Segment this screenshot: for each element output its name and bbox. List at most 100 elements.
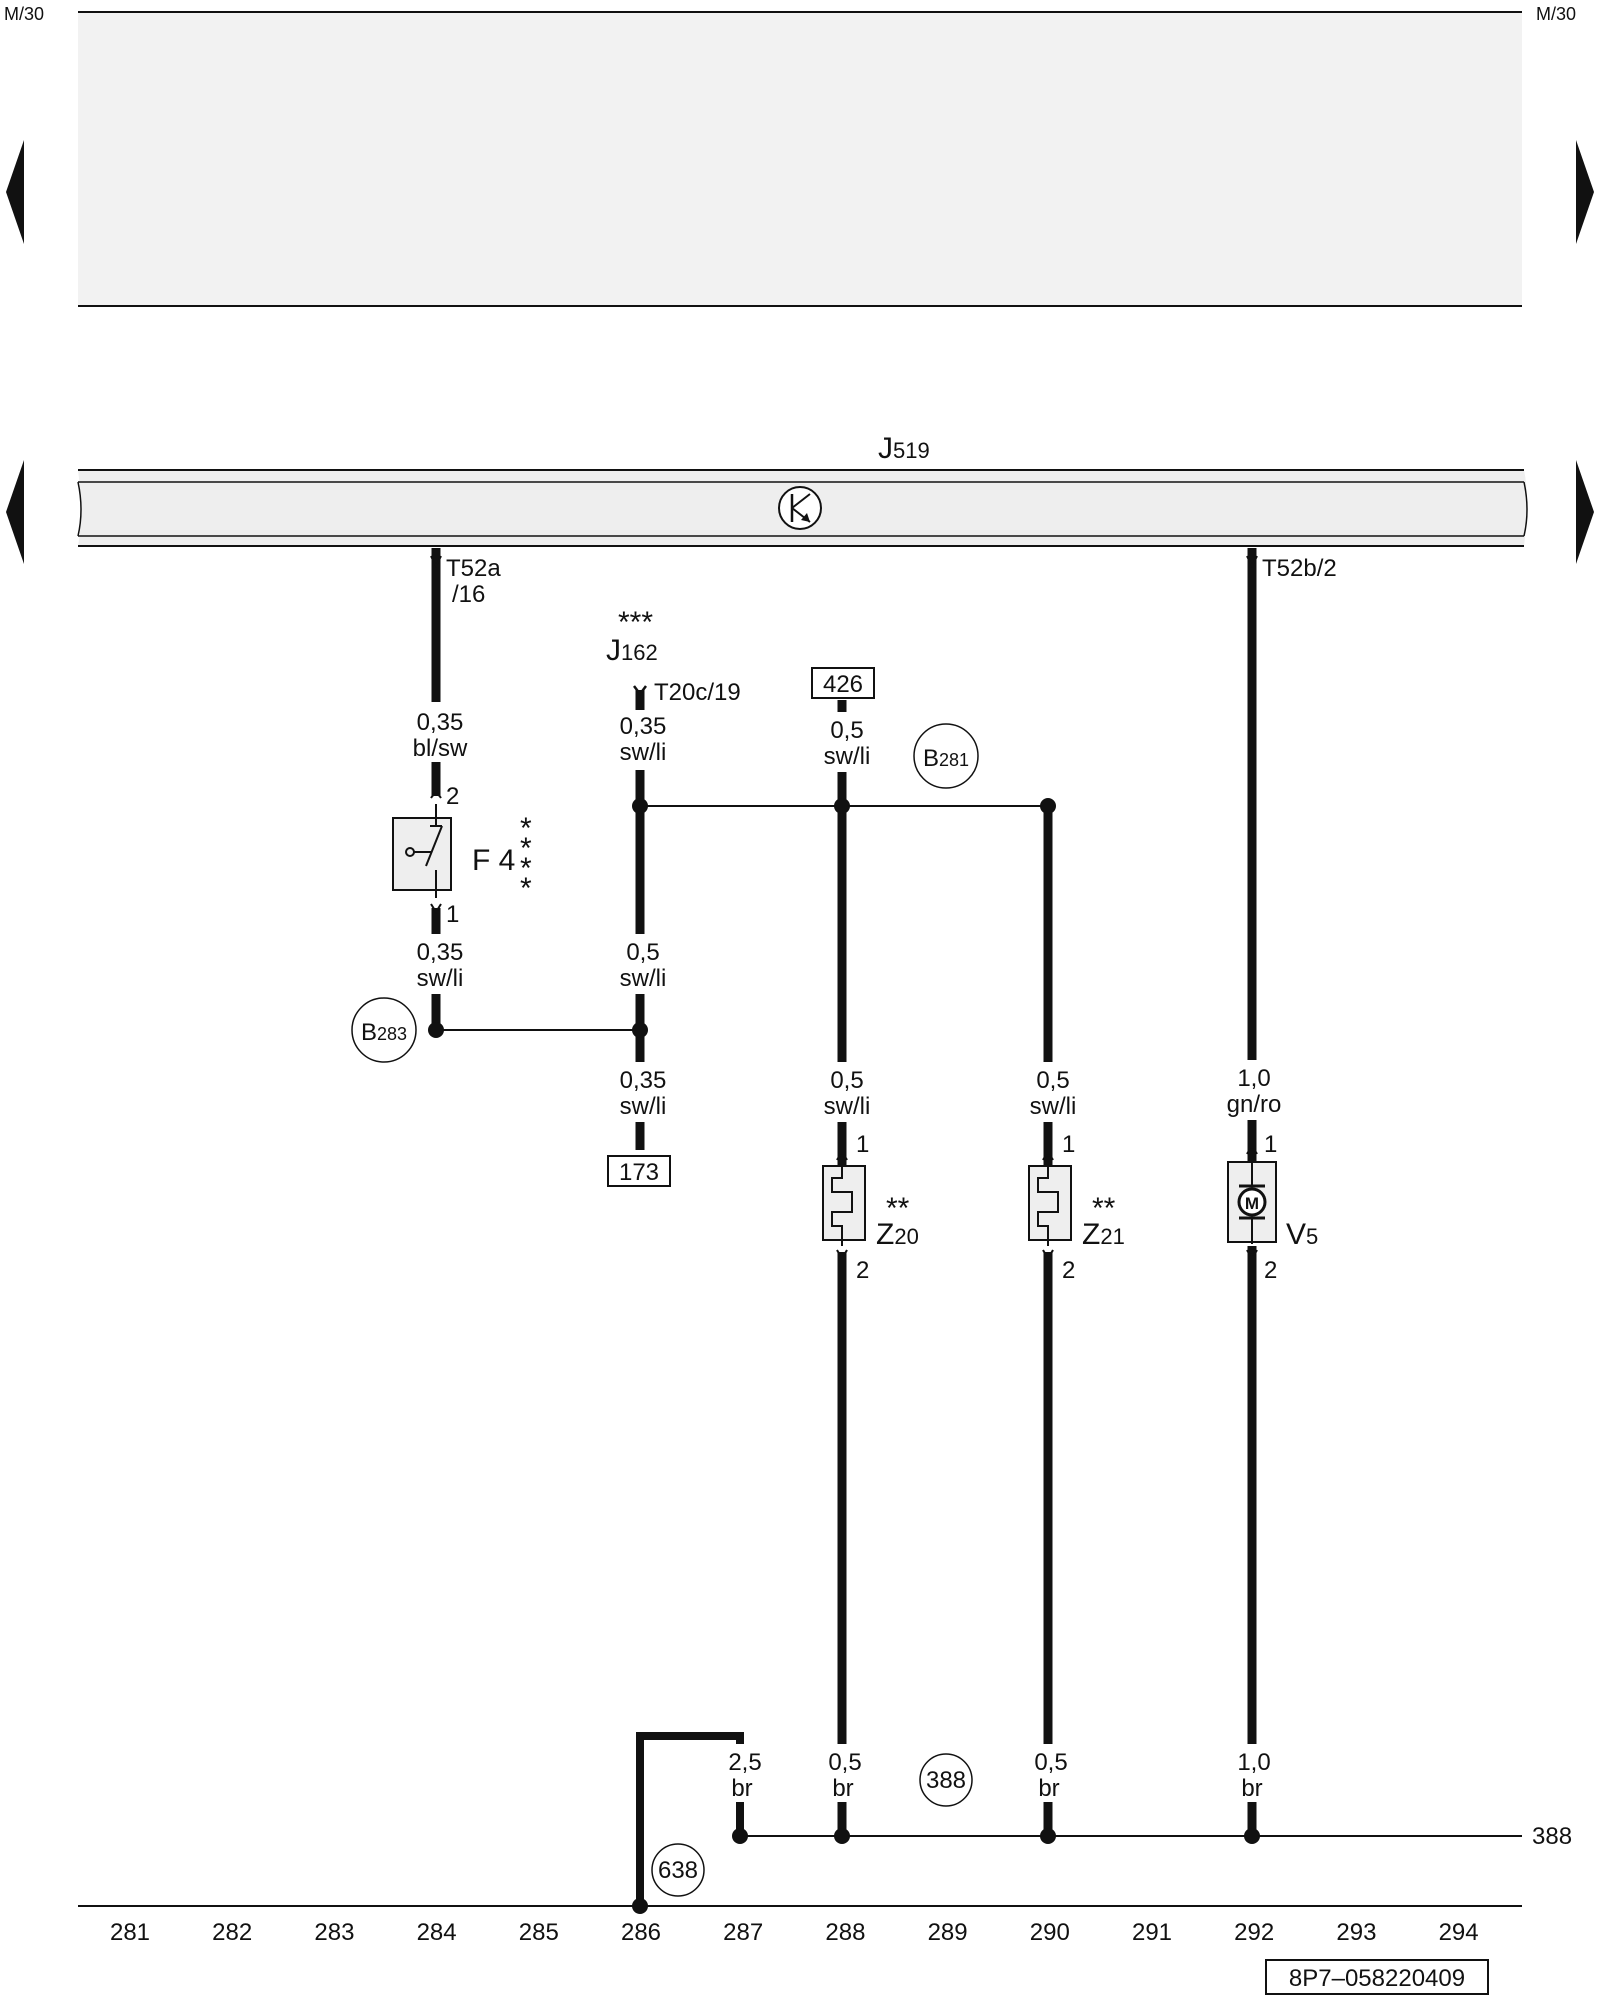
node-dot: [732, 1828, 748, 1844]
ref-173-label: 173: [619, 1159, 659, 1186]
junction-b283: [351, 997, 417, 1063]
f4-star-2: *: [520, 832, 532, 865]
wire-color: br: [1038, 1775, 1059, 1802]
wire-color: bl/sw: [413, 735, 468, 762]
wire-size: 0,5: [830, 717, 863, 744]
wire-color: sw/li: [1030, 1093, 1077, 1120]
z21-pin-bottom: 2: [1062, 1257, 1075, 1284]
prev-arrow-icon[interactable]: [6, 140, 24, 244]
ground-point-388: [919, 1753, 973, 1807]
f4-label: F 4: [472, 844, 515, 877]
top-panel: [78, 12, 1522, 306]
wire-size: 0,5: [1034, 1749, 1067, 1776]
label-bg: [1020, 1062, 1080, 1122]
v5-pin-bottom: 2: [1264, 1257, 1277, 1284]
ref-426-label: 426: [823, 671, 863, 698]
node-dot: [632, 798, 648, 814]
wire-size: 0,35: [417, 709, 464, 736]
wire-size: 1,0: [1237, 1065, 1270, 1092]
ground-388-label: 388: [926, 1767, 966, 1794]
wire-color: sw/li: [620, 739, 667, 766]
z20-label: Z20: [876, 1218, 919, 1251]
label-bg: [1222, 1060, 1286, 1120]
label-bg: [610, 1062, 670, 1122]
z20-pin-bottom: 2: [856, 1257, 869, 1284]
pin-t52a: [430, 555, 442, 569]
page-ref-left: M/30: [4, 4, 44, 24]
ref-box-173[interactable]: [607, 1155, 671, 1187]
z20-pin-top: 1: [856, 1131, 869, 1158]
j162-label: J162: [606, 634, 658, 667]
wire-size: 0,5: [1036, 1067, 1069, 1094]
wire-size: 0,5: [626, 939, 659, 966]
wire-size: 0,35: [620, 713, 667, 740]
b281-label: B281: [923, 745, 969, 772]
grid-number: 294: [1439, 1919, 1479, 1946]
node-dot: [632, 1898, 648, 1914]
transistor-icon: [778, 486, 822, 530]
next-arrow-icon[interactable]: [1576, 140, 1594, 244]
v5-label: V5: [1286, 1218, 1318, 1251]
wire-size: 0,35: [417, 939, 464, 966]
t52b-label: T52b/2: [1262, 555, 1337, 582]
f4-star-4: *: [520, 872, 532, 905]
ref-box-426[interactable]: [811, 667, 875, 699]
label-bg: [610, 710, 670, 770]
grid-number: 281: [110, 1919, 150, 1946]
label-bg: [814, 1744, 870, 1802]
switch-f4: [392, 793, 452, 914]
wire-color: br: [731, 1775, 752, 1802]
ground-point-638: [651, 1843, 705, 1897]
label-bg: [1224, 1744, 1280, 1802]
j162-pin-label: T20c/19: [654, 679, 741, 706]
pin-j162: [633, 685, 647, 697]
next-arrow-icon-2[interactable]: [1576, 460, 1594, 564]
grid-number: 291: [1132, 1919, 1172, 1946]
wire-color: sw/li: [417, 965, 464, 992]
grid-number: 284: [417, 1919, 457, 1946]
doc-id: 8P7–058220409: [1289, 1965, 1465, 1992]
wire-color: br: [832, 1775, 853, 1802]
label-bg: [406, 702, 466, 762]
wire-color: br: [1241, 1775, 1262, 1802]
prev-arrow-icon-2[interactable]: [6, 460, 24, 564]
wire-size: 0,5: [828, 1749, 861, 1776]
f4-star-3: *: [520, 852, 532, 885]
node-dot: [834, 1828, 850, 1844]
label-bg: [814, 712, 874, 772]
node-dot: [834, 798, 850, 814]
wire-color: sw/li: [824, 743, 871, 770]
j162-stars: ***: [618, 606, 653, 639]
v5-pin-top: 1: [1264, 1131, 1277, 1158]
label-bg: [610, 934, 670, 994]
node-dot: [632, 1022, 648, 1038]
t52a-label-1: T52a: [446, 555, 501, 582]
wire-color: sw/li: [620, 965, 667, 992]
grid-number: 282: [212, 1919, 252, 1946]
node-dot: [1040, 798, 1056, 814]
junction-b281: [913, 723, 979, 789]
pin-t52b: [1246, 555, 1258, 569]
f4-star-1: *: [520, 812, 532, 845]
z20-stars: **: [886, 1192, 910, 1225]
grid-number: 285: [519, 1919, 559, 1946]
grid-number: 288: [825, 1919, 865, 1946]
grid-number: 290: [1030, 1919, 1070, 1946]
label-bg: [712, 1744, 768, 1802]
label-bg: [406, 934, 466, 994]
grid-number: 283: [314, 1919, 354, 1946]
wire-size: 1,0: [1237, 1749, 1270, 1776]
doc-id-box: [1265, 1959, 1489, 1995]
grid-number: 292: [1234, 1919, 1274, 1946]
t52a-label-2: /16: [452, 581, 485, 608]
heater-z21: [1028, 1154, 1072, 1256]
label-bg: [814, 1062, 874, 1122]
control-unit-j519: [77, 469, 1528, 547]
grid-number: 286: [621, 1919, 661, 1946]
node-dot: [1040, 1828, 1056, 1844]
label-bg: [1020, 1744, 1076, 1802]
b283-label: B283: [361, 1019, 407, 1046]
page-ref-right: M/30: [1536, 4, 1576, 24]
f4-pin-top: 2: [446, 783, 459, 810]
